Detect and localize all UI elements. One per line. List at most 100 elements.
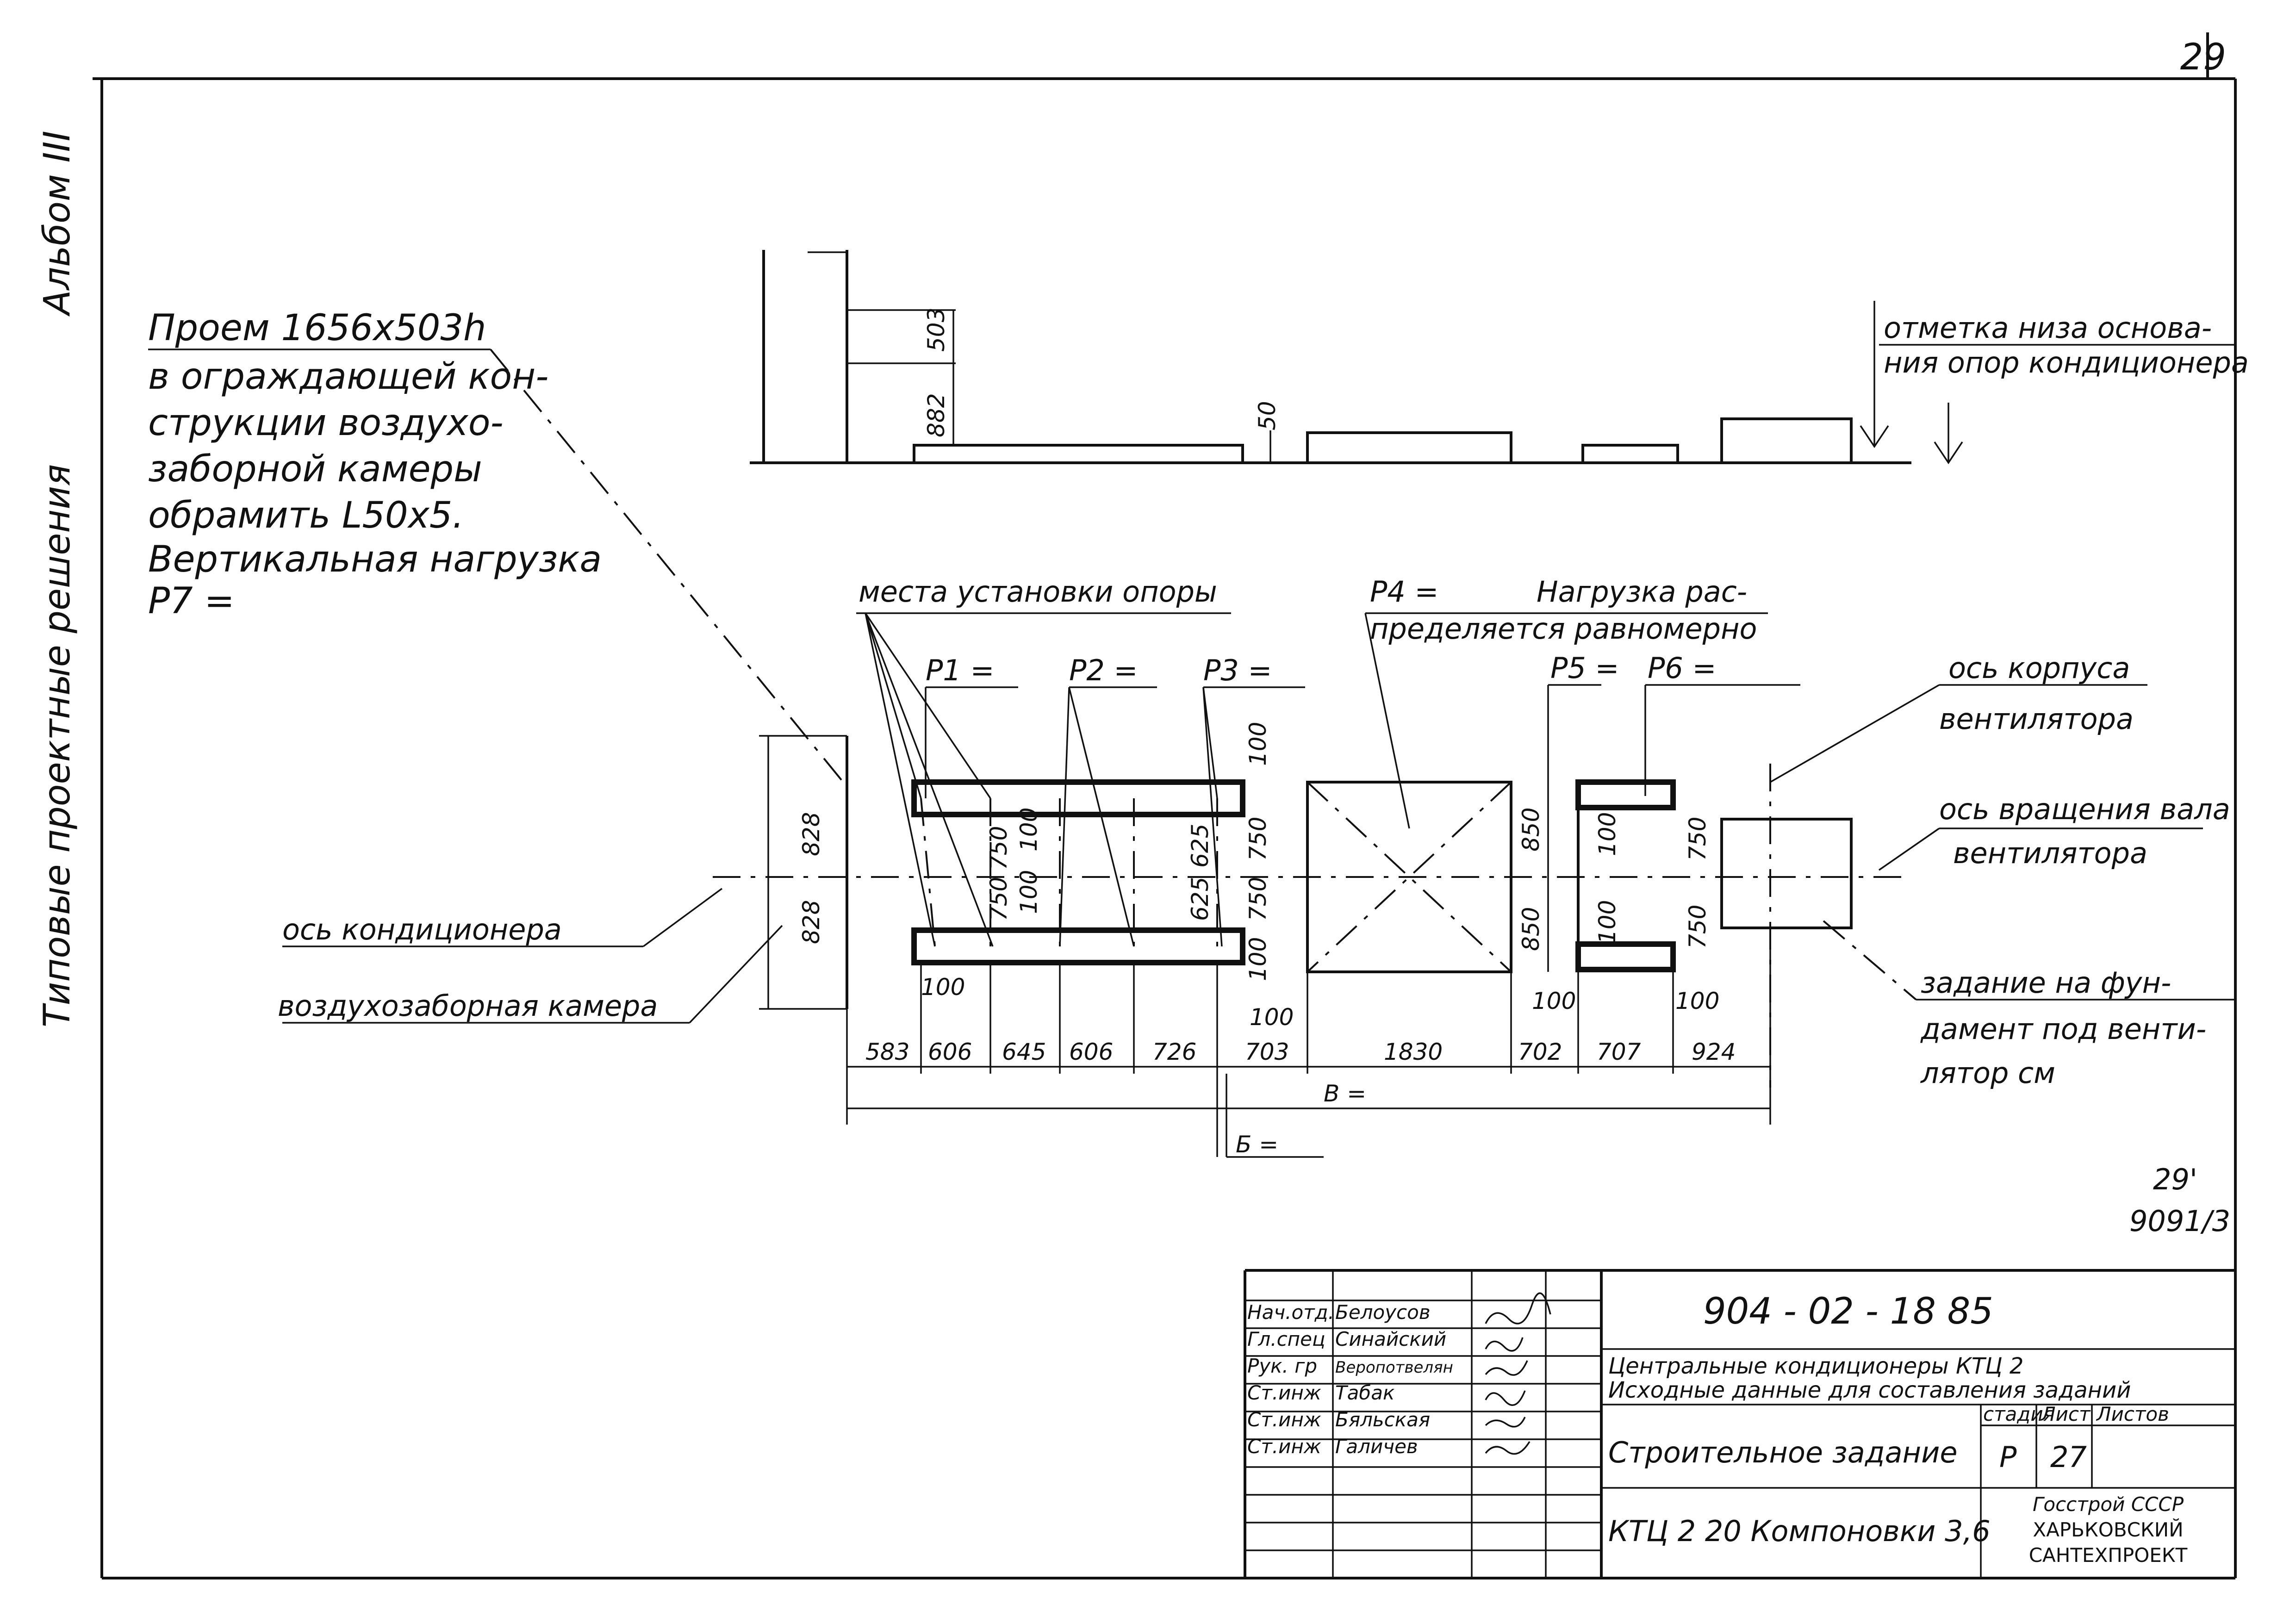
dim-chain-1830: 1830 xyxy=(1384,1038,1443,1065)
dim-chain-924: 924 xyxy=(1692,1038,1736,1065)
dim-882: 882 xyxy=(923,393,950,437)
dim-750a: 750 xyxy=(985,826,1012,870)
sheet-frame xyxy=(93,32,2237,1579)
stage-label: стадия xyxy=(1983,1403,2055,1425)
role-5: Ст.инж xyxy=(1247,1408,1321,1431)
dim-h100d: 100 xyxy=(1675,988,1719,1014)
dim-chain-606a: 606 xyxy=(928,1038,972,1065)
intake-chamber-label: воздухозаборная камера xyxy=(278,989,658,1023)
p2-label: P2 = xyxy=(1069,653,1138,687)
opening-note-line2: в ограждающей кон- xyxy=(148,356,548,398)
dim-chain-583: 583 xyxy=(865,1038,909,1065)
fan-axis-line2: вентилятора xyxy=(1939,702,2134,736)
dim-625a: 625 xyxy=(1187,824,1213,868)
sheet-label: Лист xyxy=(2040,1403,2091,1425)
sheet-name: Строительное задание xyxy=(1608,1436,1958,1469)
inventory-number: 9091/3 xyxy=(2129,1204,2230,1238)
stage-value: Р xyxy=(1999,1440,2017,1474)
role-4: Ст.инж xyxy=(1247,1381,1321,1404)
role-1: Нач.отд. xyxy=(1247,1301,1334,1324)
name-6: Галичев xyxy=(1335,1435,1418,1458)
opening-note: Проем 1656х503h в ограждающей кон- струк… xyxy=(148,307,848,788)
name-1: Белоусов xyxy=(1335,1301,1431,1324)
sheets-label: Листов xyxy=(2096,1403,2169,1425)
name-3: Веропотвелян xyxy=(1335,1358,1453,1377)
load-note-line2: пределяется равномерно xyxy=(1370,612,1757,646)
dim-100-bottom: 100 xyxy=(1244,937,1271,981)
small-code: 29' xyxy=(2153,1163,2197,1196)
dim-50: 50 xyxy=(1254,401,1281,430)
dim-850a: 850 xyxy=(1518,808,1544,852)
dim-750c: 750 xyxy=(1244,817,1271,861)
shaft-axis-line1: ось вращения вала xyxy=(1939,792,2230,826)
title-block xyxy=(1244,1269,2235,1578)
p6-label: P6 = xyxy=(1648,651,1717,685)
dim-partial-b: Б = xyxy=(1236,1131,1278,1158)
signatures xyxy=(1485,1292,1551,1455)
dim-100d: 100 xyxy=(1594,900,1621,944)
plan-view xyxy=(282,612,2235,1088)
org-line2: ХАРЬКОВСКИЙ xyxy=(2033,1518,2183,1541)
supports-label: места установки опоры xyxy=(859,575,1217,609)
shaft-axis-line2: вентилятора xyxy=(1953,836,2147,870)
dim-h100c: 100 xyxy=(1532,988,1576,1014)
page-number: 29 xyxy=(2180,37,2226,78)
p4-label: P4 = xyxy=(1370,575,1439,609)
task-note-line2: дамент под венти- xyxy=(1920,1012,2206,1046)
task-note-line1: задание на фун- xyxy=(1921,966,2171,1000)
load-note-line1: Нагрузка рас- xyxy=(1537,575,1747,609)
org-line1: Госстрой СССР xyxy=(2033,1493,2184,1516)
org-line3: САНТЕХПРОЕКТ xyxy=(2029,1544,2188,1567)
opening-note-line4: заборной камеры xyxy=(148,448,482,490)
dim-828-bottom: 828 xyxy=(798,900,825,944)
elevation-view xyxy=(750,250,1963,465)
dim-850b: 850 xyxy=(1518,907,1544,951)
config-name: КТЦ 2 20 Компоновки 3,6 xyxy=(1608,1514,1991,1548)
opening-note-line5: обрамить L50x5. xyxy=(148,495,464,536)
album-label: Альбом III xyxy=(37,131,78,317)
dim-chain-645: 645 xyxy=(1002,1038,1046,1065)
dim-chain-707: 707 xyxy=(1597,1038,1641,1065)
dim-100a: 100 xyxy=(1015,808,1042,852)
doc-number: 904 - 02 - 18 85 xyxy=(1703,1291,1993,1332)
role-6: Ст.инж xyxy=(1247,1435,1321,1458)
dim-100-top: 100 xyxy=(1244,722,1271,766)
title-line2: Исходные данные для составления заданий xyxy=(1608,1377,2131,1403)
dim-750f: 750 xyxy=(1684,905,1711,949)
name-5: Бяльская xyxy=(1335,1408,1430,1431)
task-note-line3: лятор см xyxy=(1920,1056,2055,1090)
dim-chain-702: 702 xyxy=(1518,1038,1562,1065)
p5-label: P5 = xyxy=(1550,651,1619,685)
dim-total-b: В = xyxy=(1324,1080,1366,1107)
role-3: Рук. гр xyxy=(1247,1355,1317,1377)
dimension-chain xyxy=(846,926,1771,1158)
opening-note-line1: Проем 1656х503h xyxy=(148,307,486,349)
name-4: Табак xyxy=(1335,1381,1395,1404)
dim-503: 503 xyxy=(923,308,950,352)
sheet-number: 27 xyxy=(2050,1440,2087,1474)
dim-100b: 100 xyxy=(1015,870,1042,914)
dim-828-top: 828 xyxy=(798,812,825,856)
dim-750e: 750 xyxy=(1684,817,1711,861)
opening-note-line7: P7 = xyxy=(148,580,235,622)
dim-750b: 750 xyxy=(985,877,1012,921)
fan-axis-line1: ось корпуса xyxy=(1948,651,2130,685)
mark-note-line2: ния опор кондиционера xyxy=(1884,346,2249,379)
series-label: Типовые проектные решения xyxy=(37,464,78,1027)
dim-100c: 100 xyxy=(1594,812,1621,856)
p1-label: P1 = xyxy=(926,653,995,687)
name-2: Синайский xyxy=(1335,1328,1446,1350)
mark-note-line1: отметка низа основа- xyxy=(1884,311,2212,345)
dim-chain-703: 703 xyxy=(1245,1038,1289,1065)
dim-625b: 625 xyxy=(1187,877,1213,921)
role-2: Гл.спец xyxy=(1247,1328,1325,1350)
dim-chain-606b: 606 xyxy=(1069,1038,1113,1065)
dim-750d: 750 xyxy=(1244,877,1271,921)
dim-chain-726: 726 xyxy=(1152,1038,1196,1065)
p3-label: P3 = xyxy=(1203,653,1272,687)
opening-note-line6: Вертикальная нагрузка xyxy=(148,539,602,580)
title-line1: Центральные кондиционеры КТЦ 2 xyxy=(1608,1353,2023,1379)
conditioner-axis-label: ось кондиционера xyxy=(282,913,562,946)
dim-h100a: 100 xyxy=(921,974,965,1001)
